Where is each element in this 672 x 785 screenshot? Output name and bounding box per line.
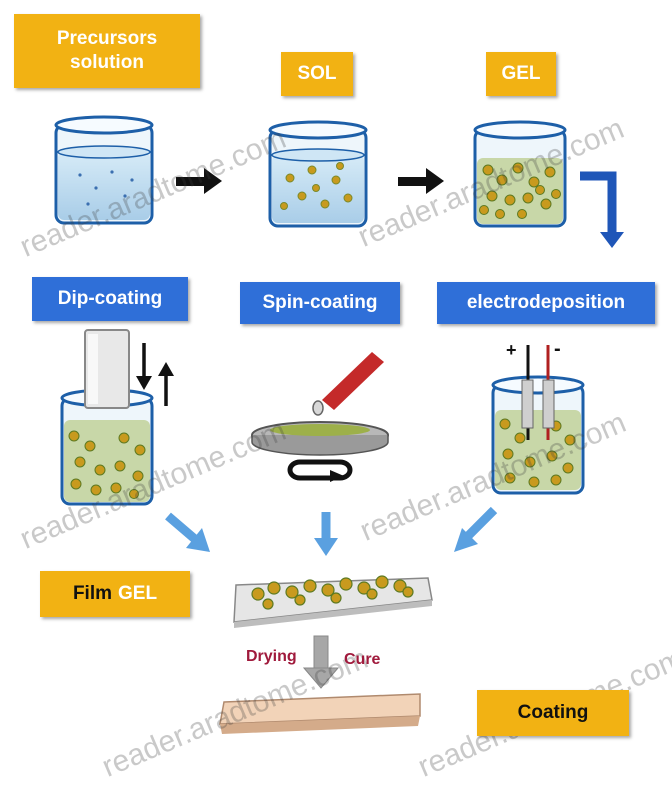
electrodeposition-beaker — [491, 345, 585, 495]
up-down-arrows — [136, 343, 174, 406]
spin-coating-label: Spin-coating — [240, 282, 400, 324]
plus-sign: + — [506, 340, 517, 360]
converge-arrow-left — [165, 512, 210, 552]
dip-coating-label: Dip-coating — [32, 277, 188, 321]
spin-coating-apparatus — [251, 352, 389, 482]
converge-arrow-right — [454, 506, 498, 552]
precursor-beaker — [54, 115, 154, 225]
flow-arrow-gel-down — [580, 171, 624, 248]
film-gel-substrate — [233, 575, 433, 628]
sol-label: SOL — [281, 52, 353, 96]
coating-label: Coating — [477, 690, 629, 736]
coated-substrate — [219, 693, 421, 734]
minus-sign: - — [554, 338, 561, 360]
sol-beaker — [268, 120, 368, 228]
gel-label: GEL — [486, 52, 556, 96]
converge-arrow-center — [314, 512, 338, 556]
sol-gel-process-diagram — [54, 115, 624, 734]
precursors-solution-label: Precursors solution — [14, 14, 200, 88]
film-gel-label: Film GEL — [40, 571, 190, 617]
electrodeposition-label: electrodeposition — [437, 282, 655, 324]
gel-beaker — [473, 120, 567, 228]
drying-arrow — [302, 635, 340, 689]
dip-coating-beaker — [60, 329, 154, 506]
flow-arrow-sol-to-gel — [398, 168, 444, 194]
cure-label: Cure — [344, 651, 381, 668]
flow-arrow-precursor-to-sol — [176, 168, 222, 194]
drying-label: Drying — [246, 648, 297, 665]
